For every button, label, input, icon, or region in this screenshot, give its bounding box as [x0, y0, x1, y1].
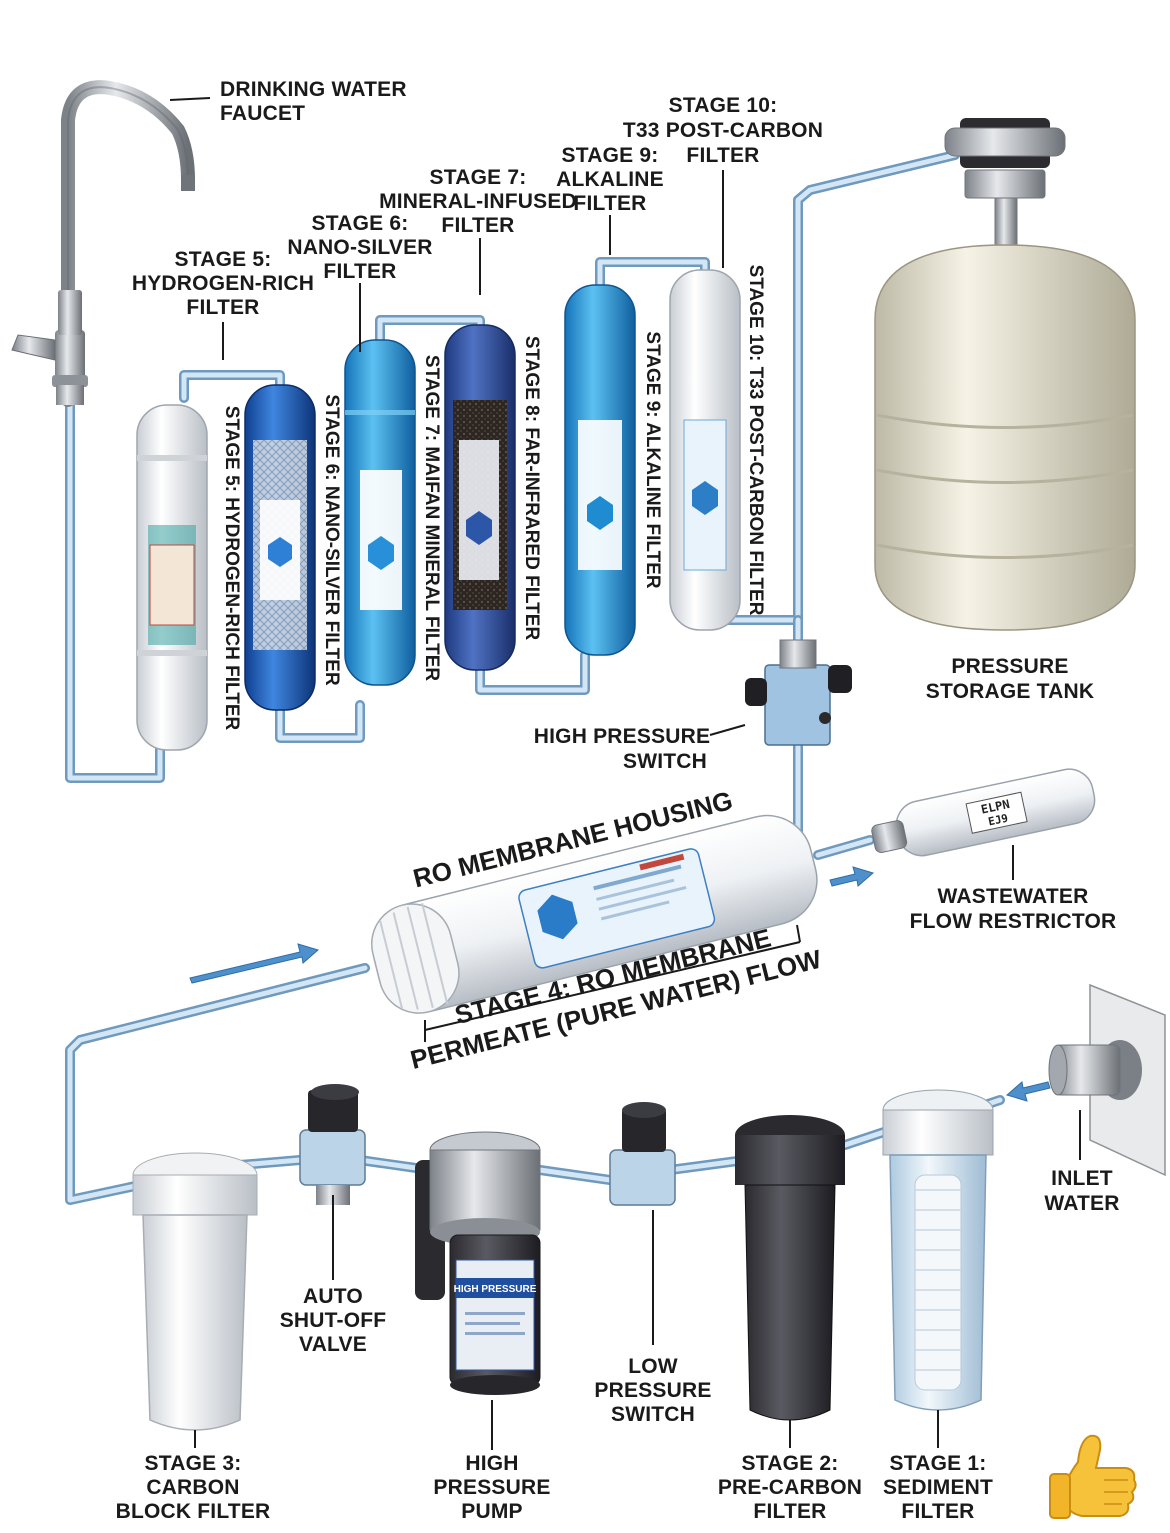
svg-text:NANO-SILVER: NANO-SILVER: [287, 236, 432, 259]
ro-membrane-housing: [370, 814, 818, 1014]
svg-text:FILTER: FILTER: [753, 1500, 826, 1523]
stage-7-maifan-mineral-filter: [344, 339, 416, 686]
label-stage6-side: STAGE 6: NANO-SILVER FILTER: [321, 394, 342, 686]
label-auto-valve: AUTO SHUT-OFF VALVE: [280, 1285, 387, 1356]
svg-text:WASTEWATER: WASTEWATER: [938, 885, 1089, 908]
svg-text:STAGE 5:: STAGE 5:: [175, 248, 272, 271]
label-hp-switch: HIGH PRESSURE SWITCH: [534, 725, 710, 773]
svg-text:CARBON: CARBON: [146, 1476, 239, 1499]
label-restrictor: WASTEWATER FLOW RESTRICTOR: [910, 885, 1117, 933]
thumbs-up-icon: [1049, 1434, 1137, 1519]
svg-text:ELPN: ELPN: [980, 797, 1011, 817]
svg-text:BLOCK FILTER: BLOCK FILTER: [116, 1500, 271, 1523]
label-stage9-side: STAGE 9: ALKALINE FILTER: [642, 331, 663, 588]
stage-6-nano-silver-filter: [244, 384, 316, 711]
svg-text:STAGE 10:: STAGE 10:: [669, 94, 778, 117]
label-tank: PRESSURE STORAGE TANK: [926, 655, 1094, 703]
svg-text:WATER: WATER: [1044, 1192, 1119, 1215]
svg-text:STORAGE TANK: STORAGE TANK: [926, 680, 1094, 703]
svg-text:SEDIMENT: SEDIMENT: [883, 1476, 993, 1499]
svg-text:FILTER: FILTER: [686, 144, 759, 167]
label-pump: HIGH PRESSURE PUMP: [433, 1452, 550, 1523]
auto-shut-off-valve: [299, 1084, 366, 1205]
stage-5-hydrogen-filter: [136, 404, 208, 751]
svg-text:HYDROGEN-RICH: HYDROGEN-RICH: [132, 272, 314, 295]
svg-text:FILTER: FILTER: [573, 192, 646, 215]
svg-text:LOW: LOW: [628, 1355, 678, 1378]
svg-text:EJ9: EJ9: [987, 812, 1009, 829]
label-inlet: INLET WATER: [1044, 1167, 1119, 1215]
low-pressure-switch: [609, 1102, 676, 1206]
label-stage1: STAGE 1: SEDIMENT FILTER: [883, 1452, 993, 1523]
svg-text:FILTER: FILTER: [901, 1500, 974, 1523]
svg-text:ALKALINE: ALKALINE: [556, 168, 664, 191]
svg-text:PRESSURE: PRESSURE: [594, 1379, 711, 1402]
svg-text:DRINKING WATER: DRINKING WATER: [220, 78, 407, 101]
svg-text:FILTER: FILTER: [441, 214, 514, 237]
svg-text:HIGH PRESSURE: HIGH PRESSURE: [534, 725, 710, 748]
pump-tag: HIGH PRESSURE: [454, 1284, 537, 1295]
label-stage6-top: STAGE 6: NANO-SILVER FILTER: [287, 212, 432, 283]
stage-9-alkaline-filter: [564, 284, 636, 656]
svg-text:STAGE 7:: STAGE 7:: [430, 166, 527, 189]
label-stage2: STAGE 2: PRE-CARBON FILTER: [718, 1452, 862, 1523]
svg-text:INLET: INLET: [1051, 1167, 1113, 1190]
inlet-wall-plate: [1048, 983, 1166, 1177]
svg-text:SWITCH: SWITCH: [611, 1403, 695, 1426]
pressure-storage-tank: [874, 118, 1136, 631]
leader-lines: [169, 97, 1081, 1450]
drinking-water-faucet: [11, 80, 195, 407]
label-stage10-side: STAGE 10: T33 POST-CARBON FILTER: [745, 265, 766, 616]
svg-text:PRE-CARBON: PRE-CARBON: [718, 1476, 862, 1499]
label-stage8-side: STAGE 8: FAR-INFRARED FILTER: [521, 336, 542, 641]
stage-8-far-infrared-filter: [444, 324, 516, 671]
svg-text:SWITCH: SWITCH: [623, 750, 707, 773]
svg-text:SHUT-OFF: SHUT-OFF: [280, 1309, 387, 1332]
high-pressure-switch: [745, 639, 852, 746]
label-lp-switch: LOW PRESSURE SWITCH: [594, 1355, 711, 1426]
flow-arrow-icon: [189, 866, 1051, 1102]
svg-text:PRESSURE: PRESSURE: [951, 655, 1068, 678]
tubing: [65, 150, 1005, 1205]
svg-text:HIGH: HIGH: [465, 1452, 518, 1475]
svg-text:FLOW RESTRICTOR: FLOW RESTRICTOR: [910, 910, 1117, 933]
svg-text:FILTER: FILTER: [323, 260, 396, 283]
svg-text:STAGE 2:: STAGE 2:: [742, 1452, 839, 1475]
label-stage5-side: STAGE 5: HYDROGEN-RICH FILTER: [221, 406, 242, 731]
svg-text:STAGE 9:: STAGE 9:: [562, 144, 659, 167]
high-pressure-pump: [415, 1131, 541, 1395]
label-faucet: DRINKING WATER FAUCET: [220, 78, 407, 125]
wastewater-flow-restrictor: [871, 768, 1096, 857]
restrictor-tag: ELPN EJ9: [980, 797, 1011, 829]
svg-text:VALVE: VALVE: [299, 1333, 367, 1356]
svg-text:PUMP: PUMP: [461, 1500, 522, 1523]
svg-text:PRESSURE: PRESSURE: [433, 1476, 550, 1499]
stage-2-pre-carbon-filter: [735, 1115, 845, 1421]
stage-3-carbon-block-filter: [132, 1152, 258, 1431]
svg-text:AUTO: AUTO: [303, 1285, 363, 1308]
stage-1-sediment-filter: [882, 1089, 994, 1411]
label-stage7-top: STAGE 7: MINERAL-INFUSED FILTER: [379, 166, 577, 237]
stage-10-t33-post-carbon-filter: [669, 269, 741, 631]
label-stage5-top: STAGE 5: HYDROGEN-RICH FILTER: [132, 248, 314, 319]
label-stage7-side: STAGE 7: MAIFAN MINERAL FILTER: [421, 355, 442, 681]
label-stage10-top: STAGE 10: T33 POST-CARBON FILTER: [623, 94, 823, 167]
svg-text:STAGE 6:: STAGE 6:: [312, 212, 409, 235]
svg-text:T33 POST-CARBON: T33 POST-CARBON: [623, 119, 823, 142]
label-stage9-top: STAGE 9: ALKALINE FILTER: [556, 144, 664, 215]
label-stage3: STAGE 3: CARBON BLOCK FILTER: [116, 1452, 271, 1523]
svg-text:FAUCET: FAUCET: [220, 102, 305, 125]
svg-text:MINERAL-INFUSED: MINERAL-INFUSED: [379, 190, 577, 213]
svg-text:STAGE 3:: STAGE 3:: [145, 1452, 242, 1475]
svg-text:STAGE 1:: STAGE 1:: [890, 1452, 987, 1475]
svg-text:FILTER: FILTER: [186, 296, 259, 319]
